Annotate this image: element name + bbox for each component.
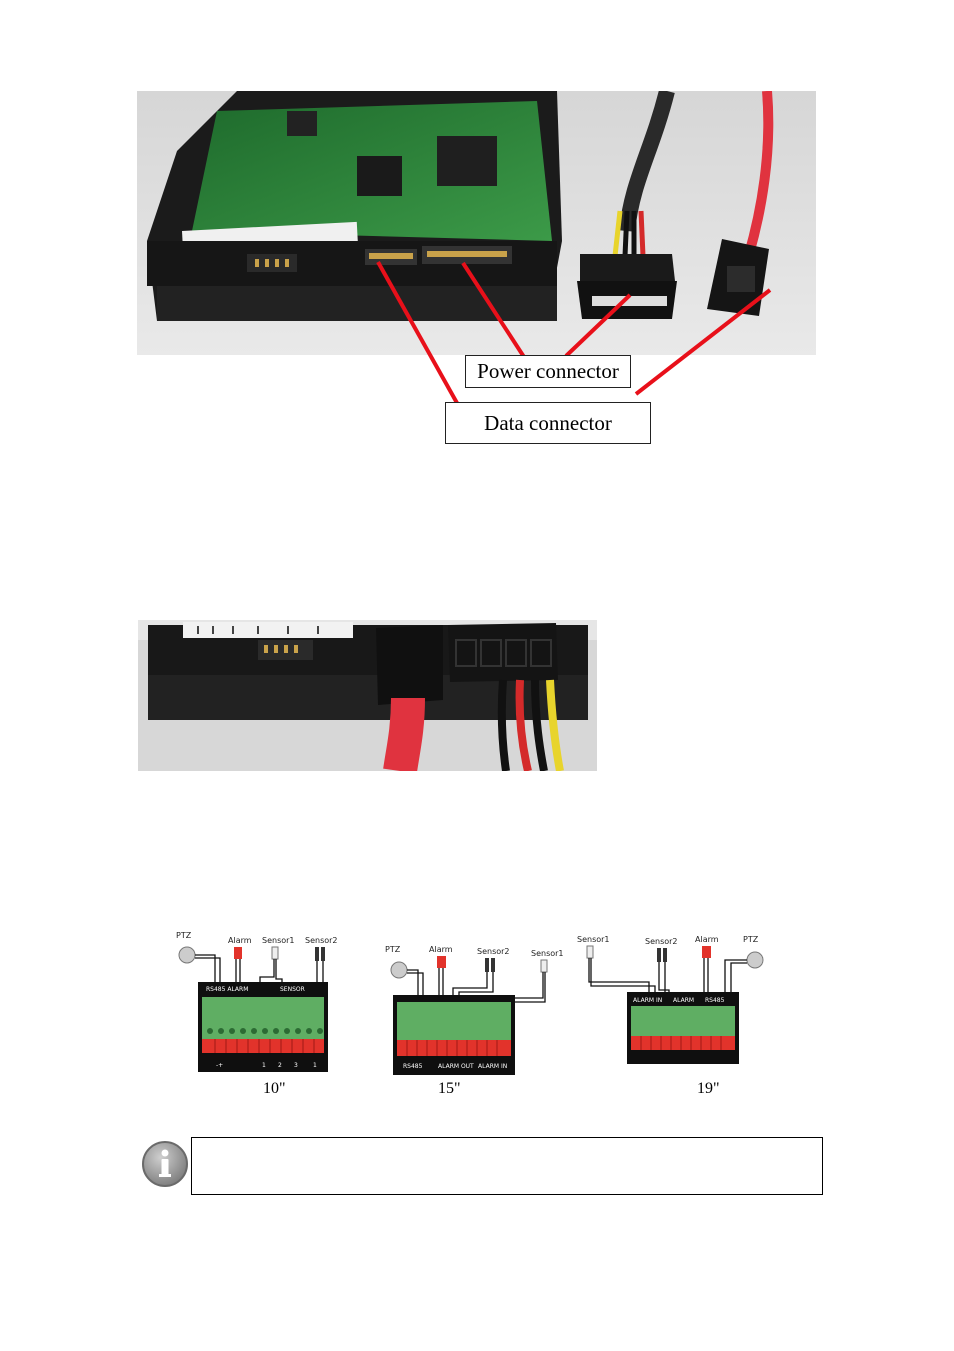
info-icon [141,1140,189,1188]
sensor-1-number: 1 [262,1062,266,1069]
sensor1-label: Sensor1 [531,949,563,958]
alarm-in-label: ALARM IN [633,997,662,1004]
hdd-connected-photo [138,620,597,771]
size-label-19: 19" [697,1080,720,1097]
sensor-3-number: 3 [294,1062,298,1069]
alarm-group-label: ALARM [673,997,694,1004]
sensor2-label: Sensor2 [645,937,678,946]
sensor1-label: Sensor1 [577,935,610,944]
power-connector-label: Power connector [465,355,631,388]
alarm-in-label: ALARM IN [478,1063,507,1070]
alarm-label: Alarm [228,936,252,945]
rs485-alarm-label: RS485 ALARM [206,986,248,993]
ptz-label: PTZ [743,935,759,944]
size-label-15: 15" [438,1080,461,1097]
sensor1-label: Sensor1 [262,936,295,945]
data-connector-label: Data connector [445,402,651,444]
sensor2-label: Sensor2 [305,936,338,945]
sensor-2-number: 2 [278,1062,282,1069]
terminal-panel-15: PTZ Alarm Sensor2 Sensor1 RS485 ALARM OU… [383,940,563,1080]
callout-lines [376,261,772,404]
rs485-polarity-label: -+ [216,1062,223,1069]
size-label-10: 10" [263,1080,286,1097]
terminal-panel-19: Sensor1 Sensor2 Alarm PTZ ALARM IN ALARM… [575,930,775,1070]
hdd-connectors-photo [137,91,816,355]
alarm-label: Alarm [429,945,453,954]
sensor-4-number: 1 [313,1062,317,1069]
ptz-label: PTZ [385,945,401,954]
note-box [191,1137,823,1195]
alarm-out-label: ALARM OUT [438,1063,474,1070]
alarm-label: Alarm [695,935,719,944]
rs485-label: RS485 [705,997,725,1004]
ptz-label: PTZ [176,931,192,940]
sensor2-label: Sensor2 [477,947,510,956]
terminal-panel-10: PTZ Alarm Sensor1 Sensor2 RS485 ALARM SE… [170,927,340,1075]
sensor-group-label: SENSOR [280,986,305,993]
rs485-label: RS485 [403,1063,423,1070]
